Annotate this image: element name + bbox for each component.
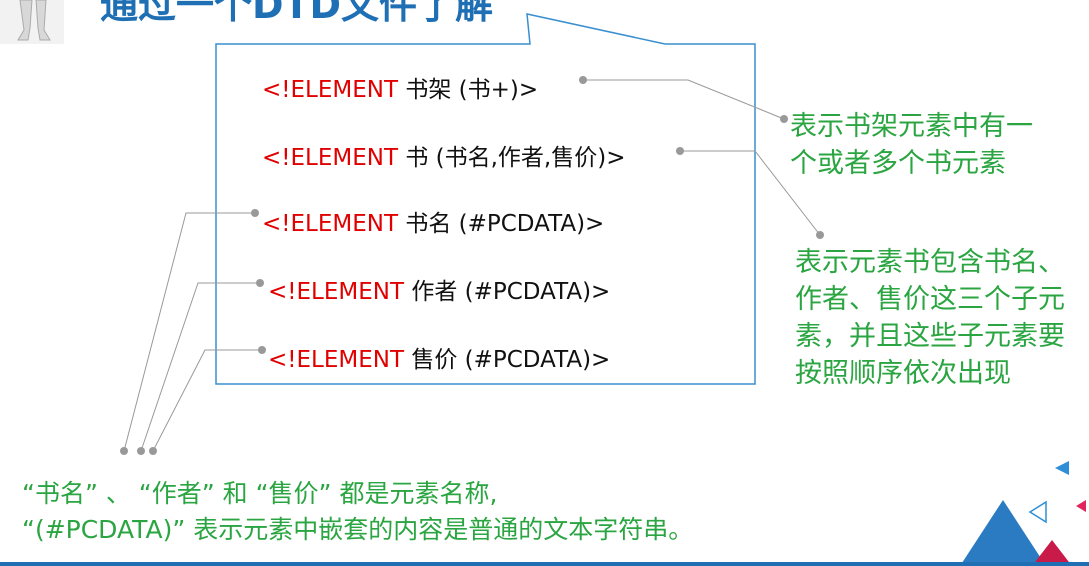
element-keyword: <!ELEMENT bbox=[262, 211, 399, 237]
dtd-line-content: 书 (书名,作者,售价)> bbox=[398, 145, 626, 171]
note-shelf-explanation: 表示书架元素中有一个或者多个书元素 bbox=[790, 111, 1033, 179]
note-book-explanation: 表示元素书包含书名、作者、售价这三个子元素，并且这些子元素要按照顺序依次出现 bbox=[795, 247, 1065, 389]
element-keyword: <!ELEMENT bbox=[268, 279, 405, 305]
dtd-line-content: 售价 (#PCDATA)> bbox=[404, 347, 611, 373]
dtd-line-book: <!ELEMENT 书 (书名,作者,售价)> bbox=[262, 138, 625, 172]
footnote-line-1: “书名” 、 “作者” 和 “售价” 都是元素名称, bbox=[22, 479, 498, 508]
bottom-rule bbox=[0, 562, 1089, 566]
dtd-line-bookname: <!ELEMENT 书名 (#PCDATA)> bbox=[262, 204, 604, 238]
dtd-line-price: <!ELEMENT 售价 (#PCDATA)> bbox=[268, 340, 610, 374]
dtd-line-author: <!ELEMENT 作者 (#PCDATA)> bbox=[268, 272, 610, 306]
element-keyword: <!ELEMENT bbox=[262, 77, 399, 103]
element-keyword: <!ELEMENT bbox=[262, 145, 399, 171]
footnote-line-2: “(#PCDATA)” 表示元素中嵌套的内容是普通的文本字符串。 bbox=[22, 515, 694, 544]
footnote: “书名” 、 “作者” 和 “售价” 都是元素名称, “(#PCDATA)” 表… bbox=[22, 476, 693, 548]
dtd-line-content: 书名 (#PCDATA)> bbox=[398, 211, 605, 237]
dtd-line-content: 书架 (书+)> bbox=[398, 77, 539, 103]
presenter-figure-icon bbox=[0, 0, 64, 44]
dtd-line-shelf: <!ELEMENT 书架 (书+)> bbox=[262, 70, 538, 104]
slide-title: 通过一个DTD文件了解 bbox=[100, 0, 494, 27]
element-keyword: <!ELEMENT bbox=[268, 347, 405, 373]
dtd-line-content: 作者 (#PCDATA)> bbox=[404, 279, 611, 305]
